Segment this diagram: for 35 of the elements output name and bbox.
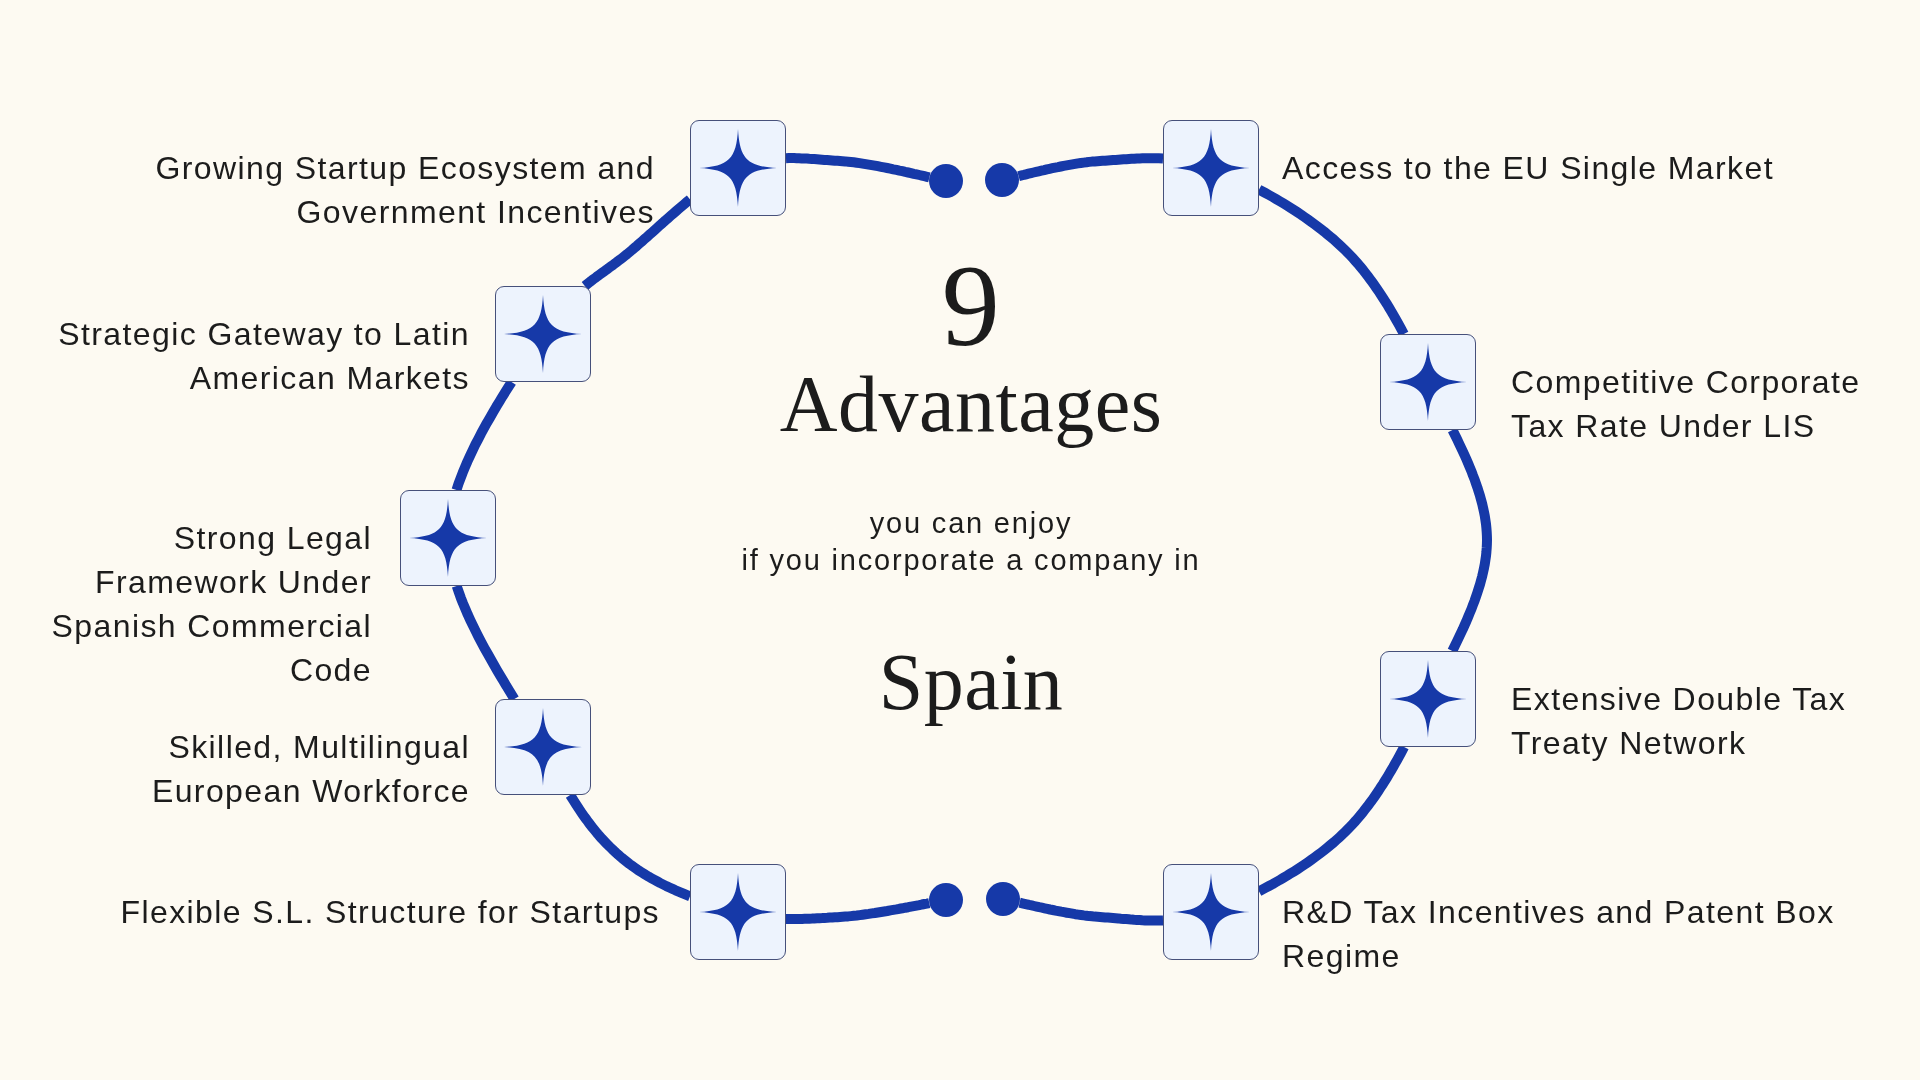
connector-line [1447,427,1492,654]
end-dot [929,883,963,917]
connector-line [1256,744,1409,896]
connector-line [1016,153,1164,182]
connector-line [1256,185,1409,337]
subtitle-text: if you incorporate a company in [741,543,1201,577]
icon-tile [690,864,786,960]
advantage-text: Strong Legal Framework Under Spanish Commercial Code [50,519,372,690]
connector-line [451,584,519,702]
icon-tile [1163,864,1259,960]
icon-tile [1380,651,1476,747]
icon-tile [690,120,786,216]
advantage-text: Extensive Double Tax Treaty Network [1511,680,1848,763]
icon-tile [1380,334,1476,430]
advantage-text: Flexible S.L. Structure for Startups [119,893,660,932]
icon-tile [1163,120,1259,216]
end-dot [985,163,1019,197]
advantage-text: Skilled, Multilingual European Workforce [150,728,470,811]
icon-tile [495,286,591,382]
connector-line [1017,897,1164,926]
end-dot [929,164,963,198]
advantage-text: R&D Tax Incentives and Patent Box Regime [1282,893,1836,976]
connector-line [565,792,692,901]
connector-line [784,153,932,183]
country-heading: Spain [878,637,1064,728]
advantage-text: Access to the EU Single Market [1282,149,1775,188]
subtitle-text: you can enjoy [869,506,1073,540]
advantage-text: Competitive Corporate Tax Rate Under LIS [1511,363,1862,446]
advantage-text: Strategic Gateway to Latin American Markets [57,315,470,398]
connector-line [784,898,932,924]
icon-tile [400,490,496,586]
end-dot [986,882,1020,916]
connector-line [451,379,516,492]
icon-tile [495,699,591,795]
advantage-text: Growing Startup Ecosystem and Government Incentives [154,149,655,232]
